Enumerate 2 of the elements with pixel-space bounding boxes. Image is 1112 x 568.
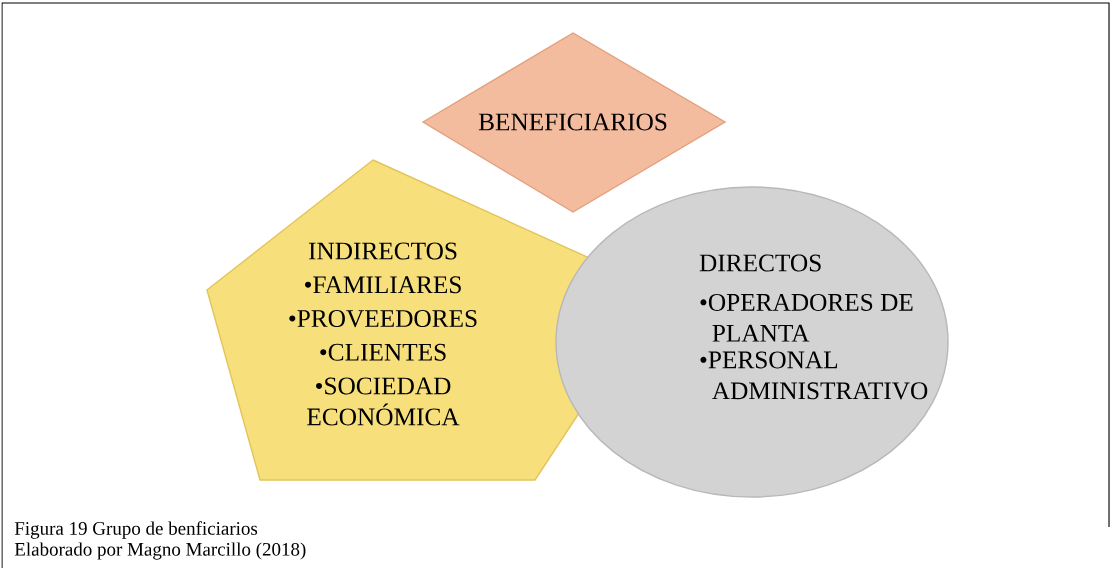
credit-note: Elaborado por Magno Marcillo (2018) bbox=[14, 542, 306, 560]
figure-caption: Figura 19 Grupo de benficiarios bbox=[14, 521, 258, 539]
